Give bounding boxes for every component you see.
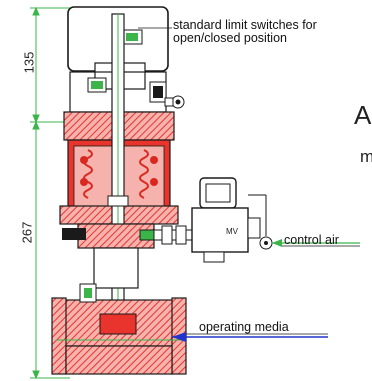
control-air-arrow (272, 239, 360, 247)
operating-media-arrow (172, 332, 328, 342)
springs (80, 149, 158, 199)
valve-body (51, 283, 187, 375)
cut-off-text-letter: m (360, 147, 372, 166)
dimension-lines (30, 6, 70, 380)
dimension-upper: 135 (21, 51, 37, 74)
control-air-label: control air (284, 233, 339, 247)
operating-media-label: operating media (199, 320, 289, 334)
solenoid-tag: MV (226, 227, 238, 236)
solenoid-valve (191, 177, 273, 263)
bonnet (62, 223, 155, 289)
cut-off-heading-letter: A (354, 100, 372, 130)
control-air-line (153, 225, 193, 245)
limit-switch-label-line1: standard limit switches for (173, 18, 317, 32)
limit-switch-label-line2: open/closed position (173, 31, 287, 45)
limit-switch-label: standard limit switches for open/closed … (173, 19, 317, 45)
dimension-lower: 267 (19, 221, 35, 244)
limit-switch-housing (67, 6, 185, 113)
